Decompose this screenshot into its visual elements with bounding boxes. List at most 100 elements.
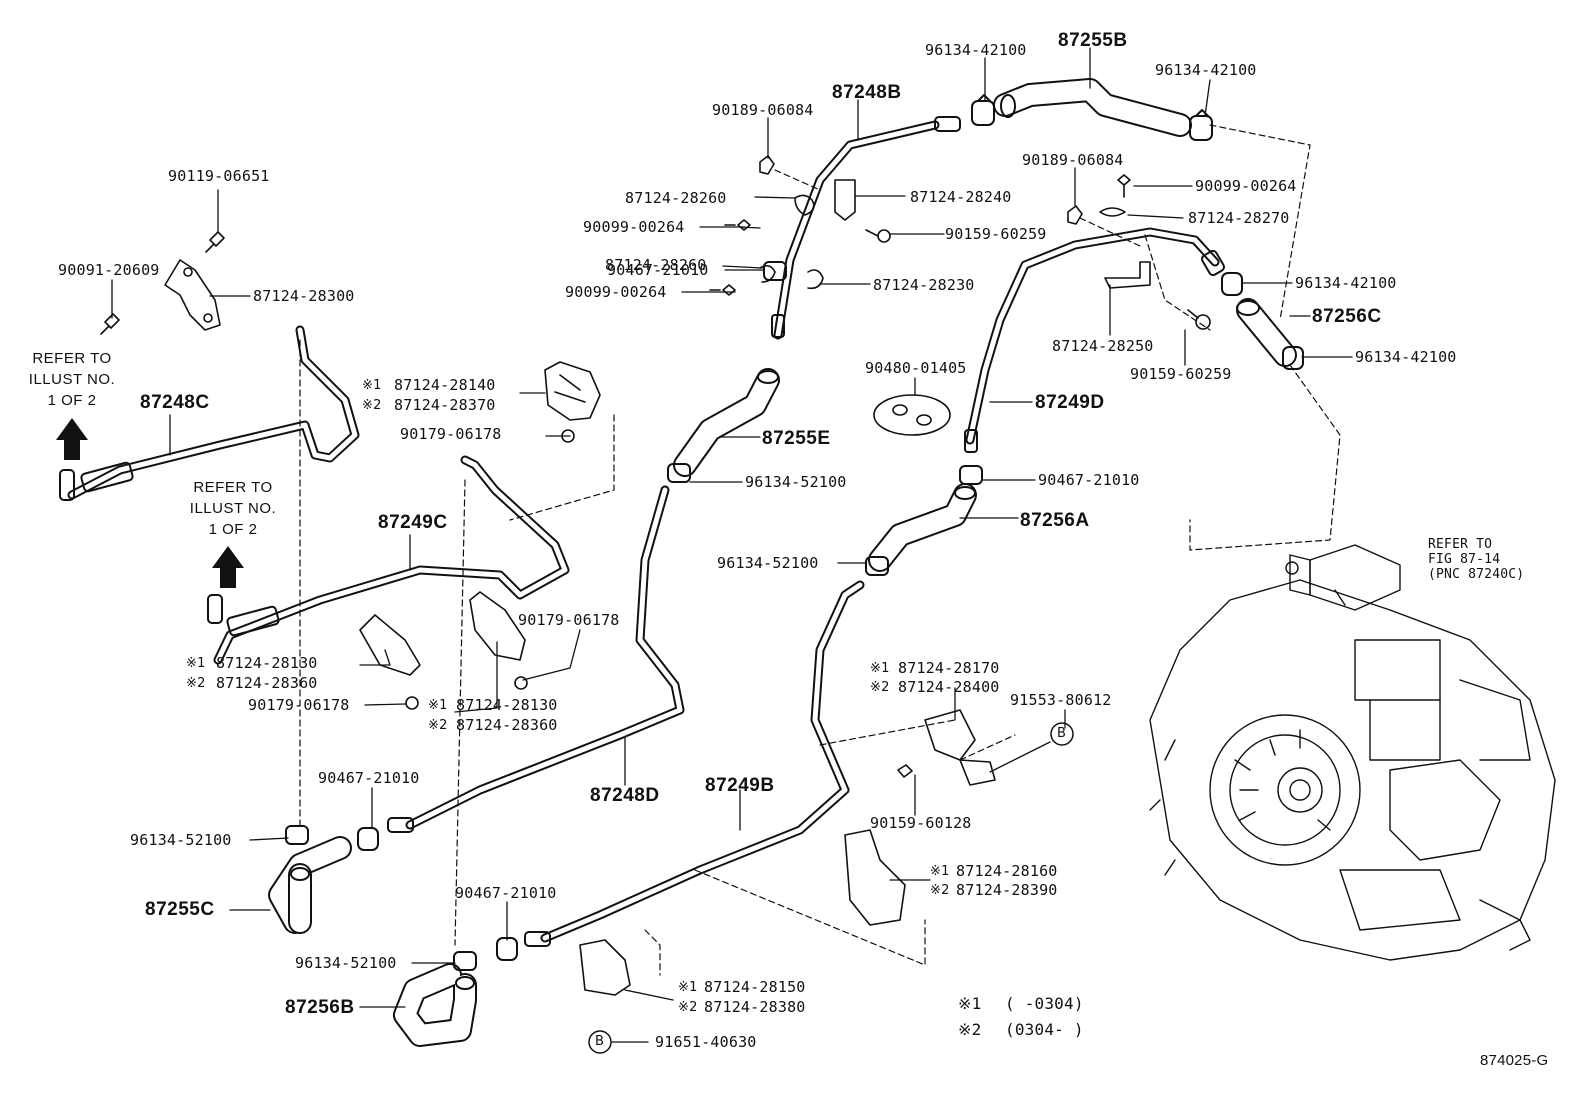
part-label: 91553-80612 — [1010, 691, 1112, 709]
part-label: 90179-06178 — [248, 696, 350, 714]
part-label: 87124-28150 — [704, 978, 806, 996]
part-label: 87249C — [378, 512, 448, 533]
hose-87255b — [993, 78, 1192, 137]
part-label: 90159-60259 — [1130, 365, 1232, 383]
part-label: 90467-21010 — [607, 261, 709, 279]
legend-text-1: ( -0304) — [1005, 994, 1084, 1013]
part-label: 87124-28390 — [956, 881, 1058, 899]
part-label: 87124-28400 — [898, 678, 1000, 696]
note-marker: ※1 — [186, 656, 206, 671]
part-label: 90480-01405 — [865, 359, 967, 377]
tube-87249b — [524, 580, 865, 947]
part-label: 87124-28160 — [956, 862, 1058, 880]
part-label: 90099-00264 — [565, 283, 667, 301]
part-label: 96134-42100 — [1355, 348, 1457, 366]
hose-87256a — [868, 483, 977, 572]
part-label: 87124-28380 — [704, 998, 806, 1016]
refer-note-line: 1 OF 2 — [47, 392, 97, 409]
heater-unit — [1149, 544, 1556, 961]
tube-87249d — [964, 227, 1225, 453]
part-label: 87248C — [140, 392, 210, 413]
refer-note-line: ILLUST NO. — [189, 500, 277, 517]
legend-text-2: (0304- ) — [1005, 1020, 1084, 1039]
note-marker: ※2 — [362, 398, 382, 413]
part-label: 90467-21010 — [318, 769, 420, 787]
tube-87248c — [59, 325, 360, 501]
part-label: 90119-06651 — [168, 167, 270, 185]
tube-87248d — [387, 485, 685, 833]
circle-b-marker — [588, 1030, 612, 1054]
part-label: 96134-42100 — [1155, 61, 1257, 79]
part-label: 87124-28170 — [898, 659, 1000, 677]
part-label: 87124-28300 — [253, 287, 355, 305]
part-label: 87249D — [1035, 392, 1105, 413]
part-label: 90159-60259 — [945, 225, 1047, 243]
part-label: 87124-28370 — [394, 396, 496, 414]
dashed-guides — [299, 124, 1341, 976]
part-label: 96134-52100 — [130, 831, 232, 849]
note-marker: ※2 — [678, 1000, 698, 1015]
legend-mark-1: ※1 — [958, 994, 982, 1013]
part-label: 96134-52100 — [745, 473, 847, 491]
part-label: 87124-28260 — [625, 189, 727, 207]
refer-note-line: REFER TO — [1428, 537, 1493, 552]
figure-id: 874025-G — [1480, 1052, 1549, 1069]
part-label: 91651-40630 — [655, 1033, 757, 1051]
part-label: 87255E — [762, 428, 831, 449]
part-label: 90099-00264 — [1195, 177, 1297, 195]
part-label: 90159-60128 — [870, 814, 972, 832]
part-label: 87124-28130 — [216, 654, 318, 672]
hose-87256c — [1236, 298, 1297, 367]
note-marker: ※1 — [930, 864, 950, 879]
part-label: 96134-42100 — [925, 41, 1027, 59]
part-label: 87256B — [285, 997, 355, 1018]
part-label: 96134-42100 — [1295, 274, 1397, 292]
part-label: 90099-00264 — [583, 218, 685, 236]
refer-note-line: 1 OF 2 — [208, 521, 258, 538]
part-label: 87124-28260 — [605, 256, 707, 274]
part-label: 87124-28360 — [456, 716, 558, 734]
part-label: 87248B — [832, 82, 902, 103]
hose-87256b — [393, 963, 477, 1047]
part-label: 96134-52100 — [717, 554, 819, 572]
part-label: 87255C — [145, 899, 215, 920]
part-label: 90179-06178 — [518, 611, 620, 629]
part-label: 87249B — [705, 775, 775, 796]
part-label: 90091-20609 — [58, 261, 160, 279]
part-label: 87256A — [1020, 510, 1090, 531]
circle-b-marker — [1050, 722, 1074, 746]
part-label: 90189-06084 — [712, 101, 814, 119]
refer-arrows — [56, 418, 244, 588]
refer-note-line: ILLUST NO. — [28, 371, 116, 388]
part-label: 87256C — [1312, 306, 1382, 327]
refer-note-line: (PNC 87240C) — [1428, 567, 1525, 582]
note-marker: ※2 — [428, 718, 448, 733]
note-marker: ※1 — [428, 698, 448, 713]
part-label: 96134-52100 — [295, 954, 397, 972]
note-marker: ※1 — [678, 980, 698, 995]
part-label: 90189-06084 — [1022, 151, 1124, 169]
note-marker: ※2 — [186, 676, 206, 691]
part-label: 87124-28250 — [1052, 337, 1154, 355]
tube-87248b — [771, 116, 961, 340]
refer-note-line: FIG 87-14 — [1428, 552, 1501, 567]
hose-clamps — [285, 94, 1304, 971]
refer-note-left-top: REFER TO ILLUST NO. 1 OF 2 — [22, 348, 122, 411]
part-label: 87248D — [590, 785, 660, 806]
part-label: 87124-28240 — [910, 188, 1012, 206]
part-label: 87255B — [1058, 30, 1128, 51]
part-label: 87124-28130 — [456, 696, 558, 714]
part-label: 90467-21010 — [1038, 471, 1140, 489]
circle-b-letter: B — [1057, 726, 1067, 741]
note-marker: ※2 — [870, 680, 890, 695]
refer-note-line: REFER TO — [193, 479, 273, 496]
legend-mark-2: ※2 — [958, 1020, 982, 1039]
brackets — [100, 155, 1211, 996]
part-label: 90179-06178 — [400, 425, 502, 443]
up-arrow-icon — [56, 418, 88, 460]
refer-note-fig: REFER TO FIG 87-14 (PNC 87240C) — [1428, 537, 1524, 582]
note-marker: ※1 — [362, 378, 382, 393]
hose-87255c — [268, 836, 352, 934]
